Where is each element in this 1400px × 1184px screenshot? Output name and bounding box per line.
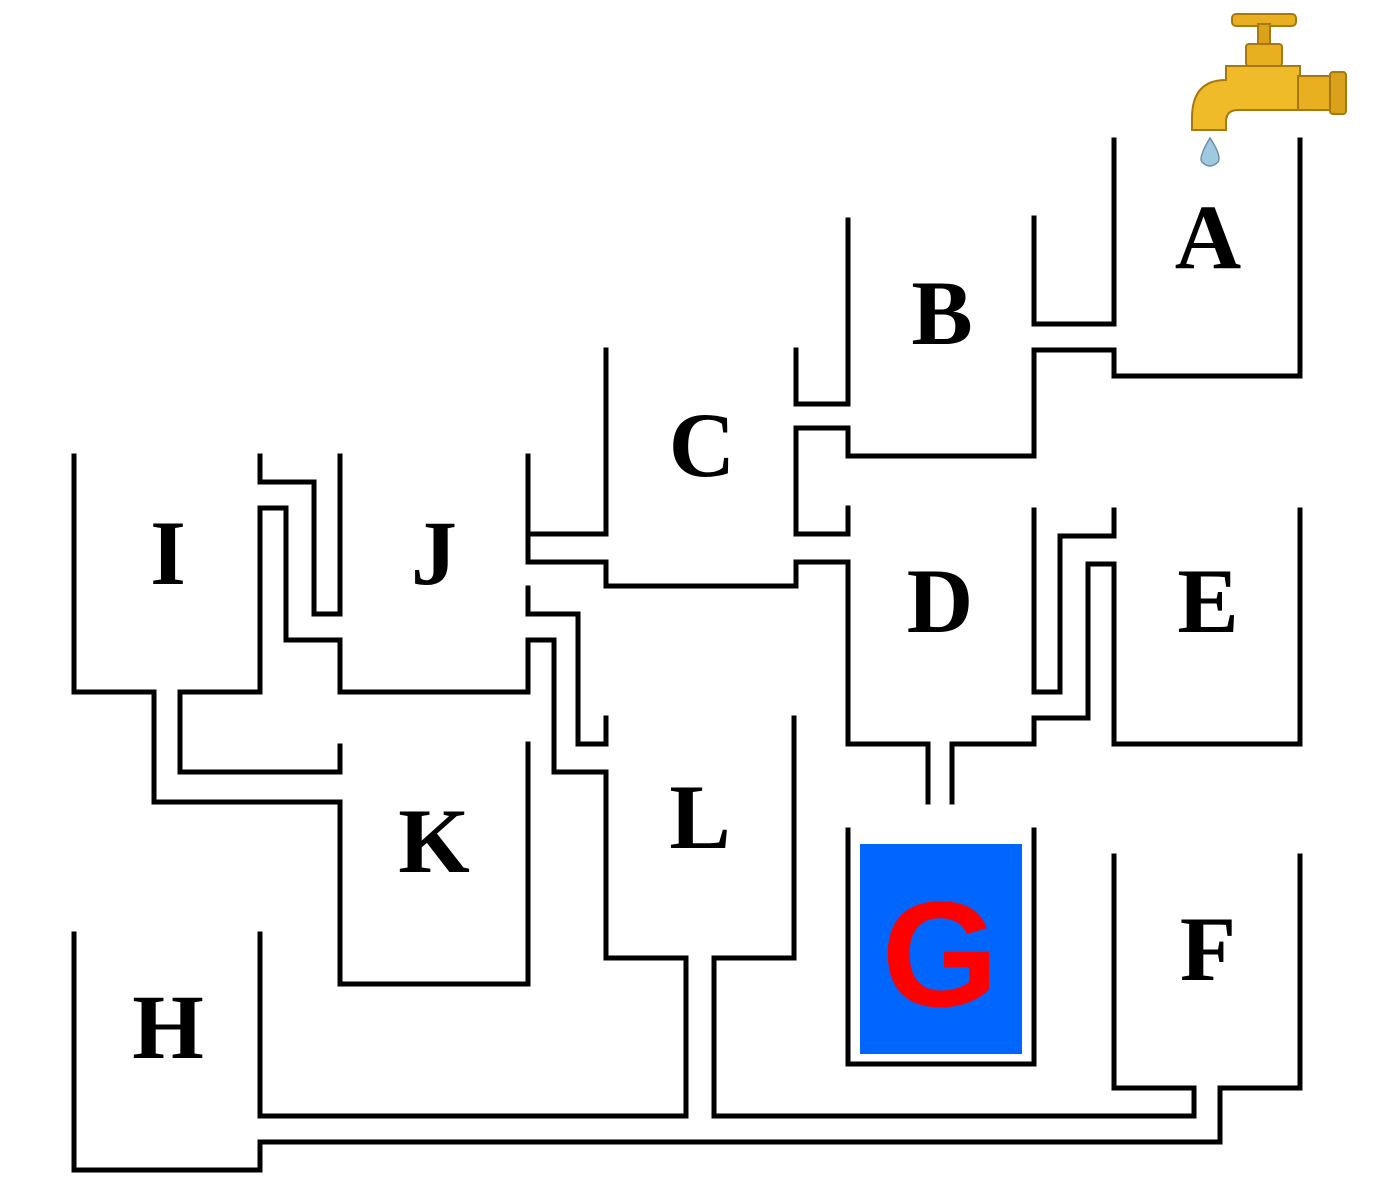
container-a-walls: [793, 137, 1303, 537]
container-label-k: K: [398, 790, 470, 892]
container-label-c: C: [669, 394, 735, 496]
container-label-l: L: [669, 766, 730, 868]
container-label-h: H: [132, 976, 204, 1078]
container-c-walls: [525, 347, 931, 805]
container-g-highlight: [860, 844, 1022, 1054]
container-label-e: E: [1177, 550, 1238, 652]
container-l-walls: [711, 715, 1197, 1119]
container-label-d: D: [907, 550, 973, 652]
container-label-b: B: [911, 262, 972, 364]
container-j-walls: [257, 453, 689, 1119]
container-label-a: A: [1175, 186, 1241, 288]
container-label-j: J: [411, 502, 457, 604]
container-label-i: I: [150, 502, 186, 604]
container-f-walls: [257, 853, 1303, 1145]
container-i-walls: [71, 453, 531, 987]
container-label-g: G: [882, 870, 999, 1038]
container-h-walls: [71, 931, 263, 1173]
container-label-f: F: [1180, 898, 1236, 1000]
faucet-icon: [1191, 13, 1347, 167]
container-b-walls: [793, 217, 851, 407]
container-d-walls: [949, 507, 1303, 805]
container-g-walls: [845, 827, 1037, 1067]
